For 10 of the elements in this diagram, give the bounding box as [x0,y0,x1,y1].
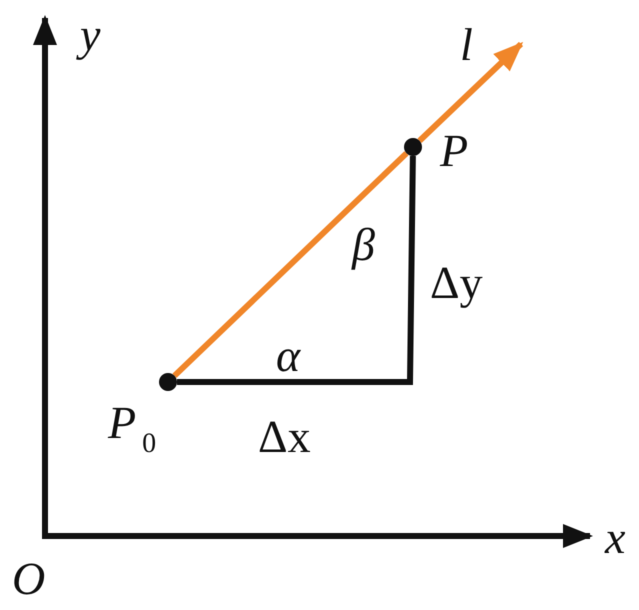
angle-label: α [276,333,300,379]
origin-label: O [12,556,46,602]
axis-label: x [605,515,626,561]
point-label: P [440,128,468,174]
line-arrow [417,42,524,143]
point-label: P$_{0}$ [108,400,156,458]
line-label: l [460,22,473,68]
side-label: Δx [258,414,311,460]
side-label: Δy [430,260,483,306]
angle-label: β [352,222,375,268]
